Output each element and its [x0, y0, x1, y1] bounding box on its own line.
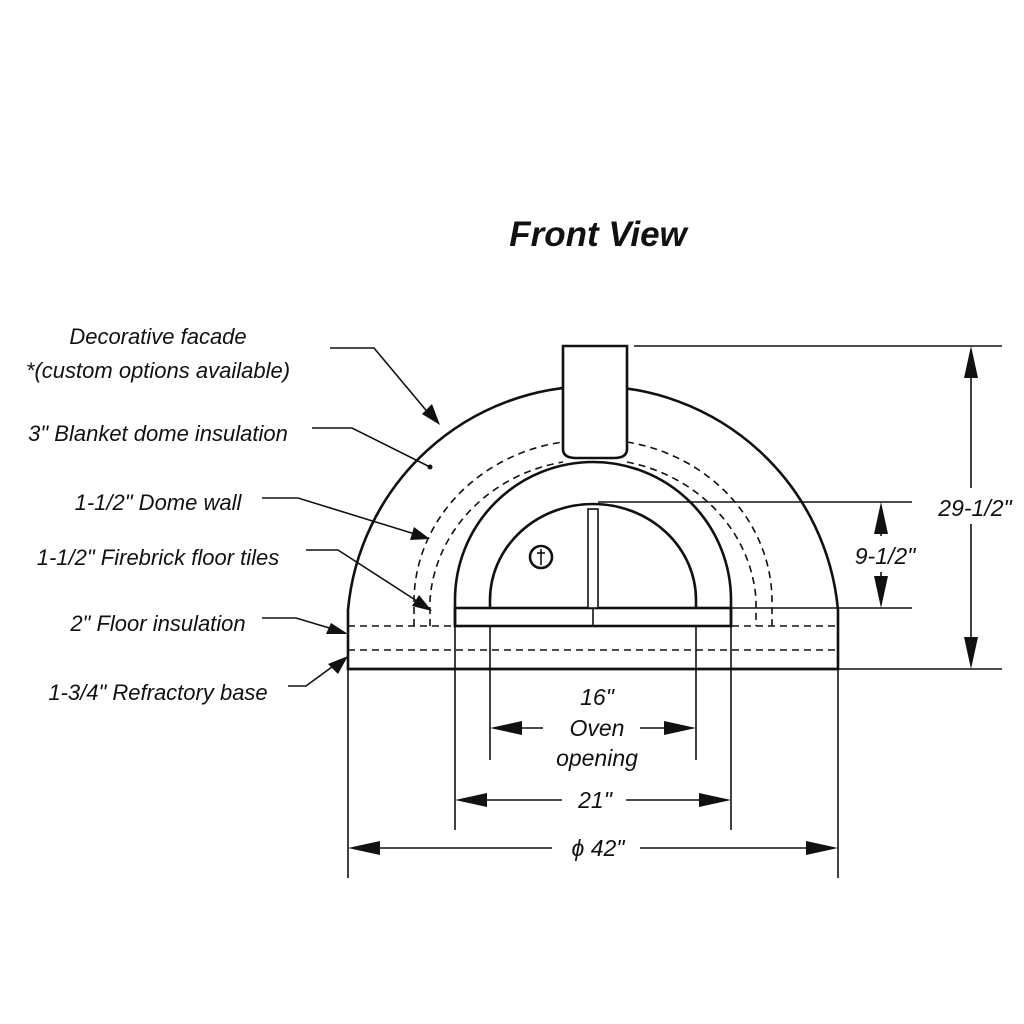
chimney — [561, 344, 629, 460]
leader-floor-tiles — [306, 549, 421, 604]
dim-opening-value: 16" — [580, 684, 616, 710]
dim-opening-label-2: opening — [556, 745, 638, 771]
dim-diameter: ϕ 42" — [572, 835, 627, 861]
arrowhead-floor-tiles — [412, 595, 432, 611]
arrowhead-floor-insulation — [326, 623, 348, 634]
arrowhead-door-right — [699, 793, 731, 807]
leader-floor-insulation — [262, 617, 337, 631]
oven-opening-arch — [488, 502, 698, 608]
width-dimensions: 16" Oven opening 21" ϕ 42" — [347, 626, 839, 878]
arrowhead-diameter-left — [348, 841, 380, 855]
label-facade: Decorative facade — [69, 324, 246, 349]
dome-wall-outer — [453, 460, 733, 626]
arrowhead-opening-left — [490, 721, 522, 735]
height-dimensions: 29-1/2" 9-1/2" — [598, 345, 1014, 670]
arrowhead-door-left — [455, 793, 487, 807]
leader-blanket — [312, 427, 431, 468]
arrowhead-interior-top — [874, 502, 888, 534]
thermometer-probe — [587, 508, 599, 609]
label-floor-insulation: 2" Floor insulation — [69, 611, 245, 636]
blanket-insulation-inner — [429, 461, 757, 626]
label-facade-note: *(custom options available) — [26, 358, 290, 383]
label-refractory-base: 1-3/4" Refractory base — [48, 680, 267, 705]
arrowhead-refractory-base — [328, 656, 348, 674]
diagram-title: Front View — [509, 215, 689, 254]
dim-door-width: 21" — [577, 787, 614, 813]
leader-dome-wall — [262, 497, 419, 536]
label-floor-tiles: 1-1/2" Firebrick floor tiles — [37, 545, 280, 570]
blanket-insulation-outer — [413, 441, 773, 626]
leader-facade — [330, 347, 431, 416]
dim-total-height: 29-1/2" — [937, 495, 1013, 521]
dim-interior-height: 9-1/2" — [855, 543, 917, 569]
arrowhead-interior-bottom — [874, 576, 888, 608]
leader-refractory-base — [288, 663, 337, 687]
arrowhead-diameter-right — [806, 841, 838, 855]
dim-opening-label: Oven — [570, 715, 625, 741]
arrowhead-total-bottom — [964, 637, 978, 669]
oven-body — [346, 344, 840, 671]
arrowhead-total-top — [964, 346, 978, 378]
arrowhead-facade — [422, 404, 440, 425]
callout-labels: Decorative facade *(custom options avail… — [26, 324, 440, 705]
label-blanket: 3" Blanket dome insulation — [28, 421, 288, 446]
arrowhead-dome-wall — [410, 527, 430, 540]
arrowhead-opening-right — [664, 721, 696, 735]
label-dome-wall: 1-1/2" Dome wall — [75, 490, 243, 515]
